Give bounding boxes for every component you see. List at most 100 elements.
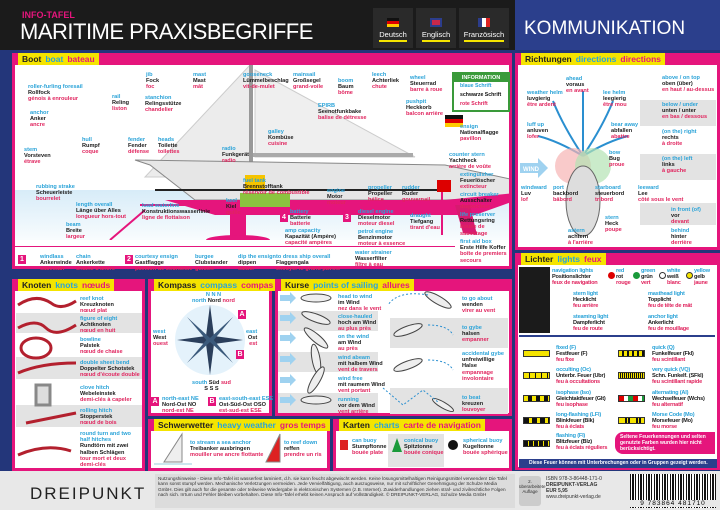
term-lights: flashing (Fl)Blitzfeuer (Blz)feu à éclat… bbox=[556, 433, 612, 452]
term-en: fender bbox=[128, 137, 146, 143]
term-de: Palstek bbox=[80, 343, 100, 350]
term-en: can buoy bbox=[352, 438, 377, 444]
rolling-hitch-icon bbox=[25, 411, 77, 425]
term-de: Funkgerät bbox=[222, 152, 250, 159]
term-lights: isophase (Iso)Gleichtaktfeuer (Glt)feu i… bbox=[556, 390, 606, 409]
uk-flag-icon bbox=[430, 18, 442, 27]
term-de: Heckkorb bbox=[406, 105, 432, 112]
term-en: Morse Code (Mo) bbox=[652, 412, 695, 418]
spherical-buoy-icon bbox=[448, 440, 458, 450]
term-en: behind bbox=[671, 228, 690, 234]
term-en: petrol engine bbox=[358, 229, 394, 235]
term-en: extinguisher bbox=[460, 172, 494, 178]
compass-marker-b-legend: B bbox=[208, 397, 216, 406]
conical-buoy-icon bbox=[392, 438, 402, 452]
term-fr: bouée de sauvetage bbox=[460, 224, 488, 237]
term-de: voraus bbox=[566, 82, 585, 89]
term-fr: bouée conique bbox=[404, 450, 444, 457]
term-en: radio bbox=[222, 146, 236, 152]
term-en: navigation lights bbox=[552, 268, 594, 274]
term-de: Vorsteven bbox=[24, 153, 51, 160]
term-fr: foc bbox=[146, 84, 155, 91]
term-de: hoch am Wind bbox=[338, 320, 377, 327]
term-fr: nœud d'écoute double bbox=[80, 372, 140, 379]
term-en: to gybe bbox=[462, 325, 482, 331]
term-lights: occulting (Oc)Unterbr. Feuer (Ubr)feu à … bbox=[556, 367, 605, 386]
term-de: Topplicht bbox=[648, 297, 671, 304]
term-fr: devant bbox=[671, 219, 690, 226]
term-en: very quick (VQ) bbox=[652, 367, 691, 373]
lights-footnote: Diese Feuer können mit Unterbrechungen o… bbox=[519, 459, 717, 468]
term-fr: feux de navigation bbox=[552, 280, 598, 287]
boat-illustration bbox=[15, 65, 509, 240]
term-fr: vent portant bbox=[338, 388, 371, 395]
term-fr: tirant d'eau bbox=[410, 225, 440, 232]
term-en: rolling hitch bbox=[80, 408, 113, 414]
term-de: gelb bbox=[694, 274, 705, 281]
term-de: unten / unter bbox=[662, 108, 696, 115]
term-fr: prendre un ris bbox=[284, 452, 322, 459]
term-fr: chandelier bbox=[145, 107, 173, 114]
term-fr: feu à éclats réguliers bbox=[556, 445, 608, 452]
term-de: grün bbox=[641, 274, 653, 281]
term-de: Funkelfeuer (Fkl) bbox=[652, 351, 694, 358]
flashing-light-bar bbox=[523, 440, 550, 447]
term-de: Lümmelbeschlag bbox=[243, 78, 289, 85]
term-fr: nœud de bois bbox=[80, 420, 117, 427]
term-de: kreuzen bbox=[462, 401, 484, 408]
term-en: load waterline bbox=[142, 203, 180, 209]
term-de: Relingsstütze bbox=[145, 101, 182, 108]
price: EUR 5,95 bbox=[546, 488, 568, 494]
term-en: in front (of) bbox=[671, 207, 701, 213]
term-fr: batterie bbox=[290, 221, 311, 228]
term-fr: bouée plate bbox=[352, 450, 384, 457]
term-de: abfallen bbox=[611, 128, 633, 135]
term-de: Kombüse bbox=[268, 135, 294, 142]
term-fr: mât bbox=[193, 84, 203, 91]
term-en: to stream a sea anchor bbox=[190, 440, 251, 446]
term-fr: saluer bbox=[238, 266, 255, 273]
term-fr: mouiller une ancre flottante bbox=[190, 452, 264, 459]
term-fr: à droite bbox=[662, 141, 683, 148]
term-fr: liston bbox=[112, 106, 127, 113]
term-fr: poupe bbox=[605, 227, 622, 234]
compass-marker-a: A bbox=[238, 310, 246, 319]
term-en: windlass bbox=[40, 254, 64, 260]
double-sheet-bend-icon bbox=[17, 361, 77, 375]
term-fr: défense bbox=[128, 149, 150, 156]
term-en: ahead bbox=[566, 76, 583, 82]
german-flag-icon bbox=[387, 18, 399, 27]
rudder bbox=[455, 205, 477, 235]
term-fr: hélice bbox=[368, 197, 384, 204]
term-en: wind free bbox=[338, 376, 363, 382]
term-de: Blinkfeuer (Blk) bbox=[556, 418, 595, 425]
